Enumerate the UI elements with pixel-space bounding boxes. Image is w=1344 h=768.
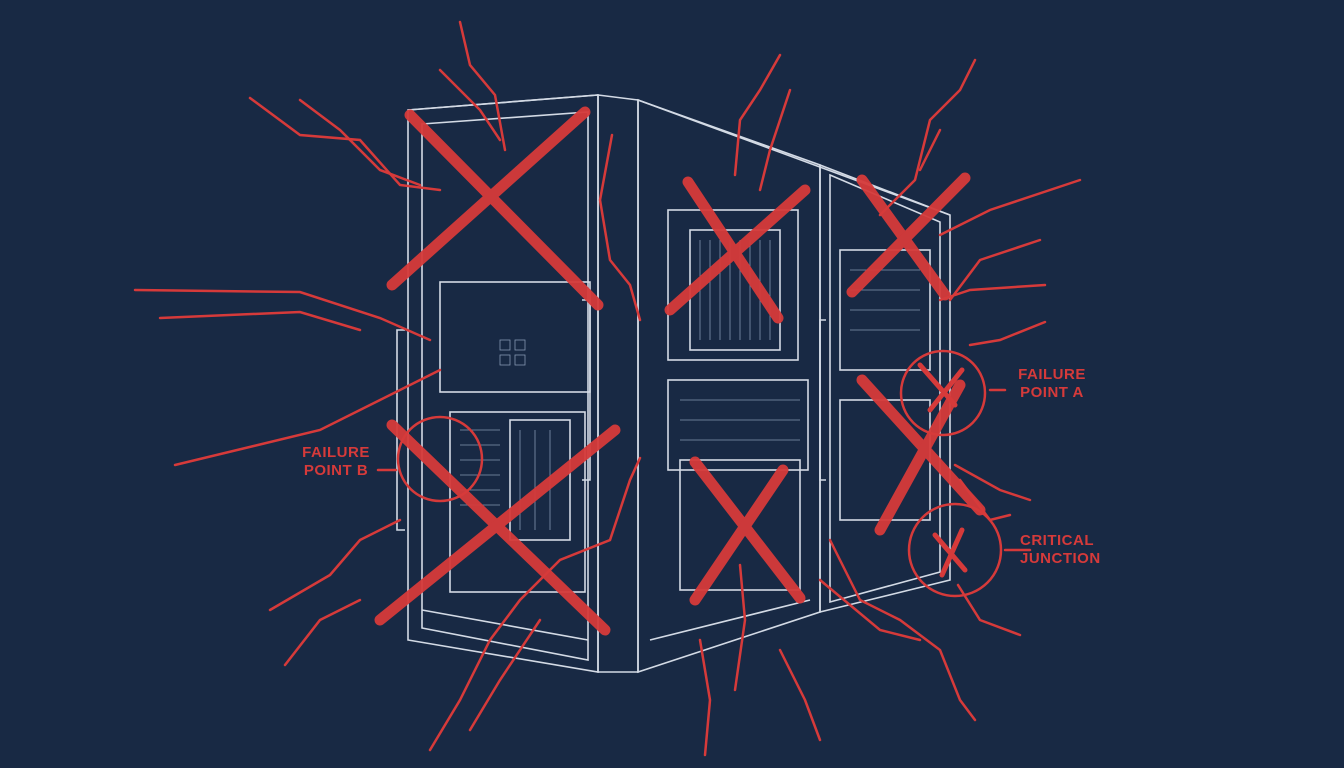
x-marks [374, 106, 986, 636]
x-mark-bottom-middle [689, 456, 806, 606]
label-failure-point-b-line2: POINT B [303, 462, 369, 479]
circuit-detail [460, 240, 920, 530]
label-critical-junction: CRITICAL JUNCTION [1020, 532, 1116, 568]
label-failure-point-b: FAILURE POINT B [290, 444, 382, 480]
x-mark-top-right [846, 172, 971, 301]
crack-lines [133, 20, 1082, 757]
x-mark-top-middle [664, 176, 811, 324]
critical-junction-circle [907, 502, 1003, 598]
label-failure-point-a-line1: FAILURE [1018, 366, 1086, 383]
label-failure-point-a-line2: POINT A [1020, 384, 1084, 401]
label-critical-junction-line2: JUNCTION [1020, 550, 1101, 567]
label-critical-junction-line1: CRITICAL [1020, 532, 1094, 549]
failure-point-a-circle [899, 349, 987, 437]
x-mark-top-left [386, 106, 604, 311]
failure-point-b-circle [396, 415, 484, 503]
x-mark-bottom-left [374, 419, 621, 636]
label-failure-point-b-line1: FAILURE [302, 444, 370, 461]
x-mark-mid-right [856, 374, 986, 536]
failure-point-circles [396, 349, 1003, 598]
label-failure-point-a: FAILURE POINT A [1004, 366, 1100, 402]
circled-x-marks [917, 362, 968, 578]
